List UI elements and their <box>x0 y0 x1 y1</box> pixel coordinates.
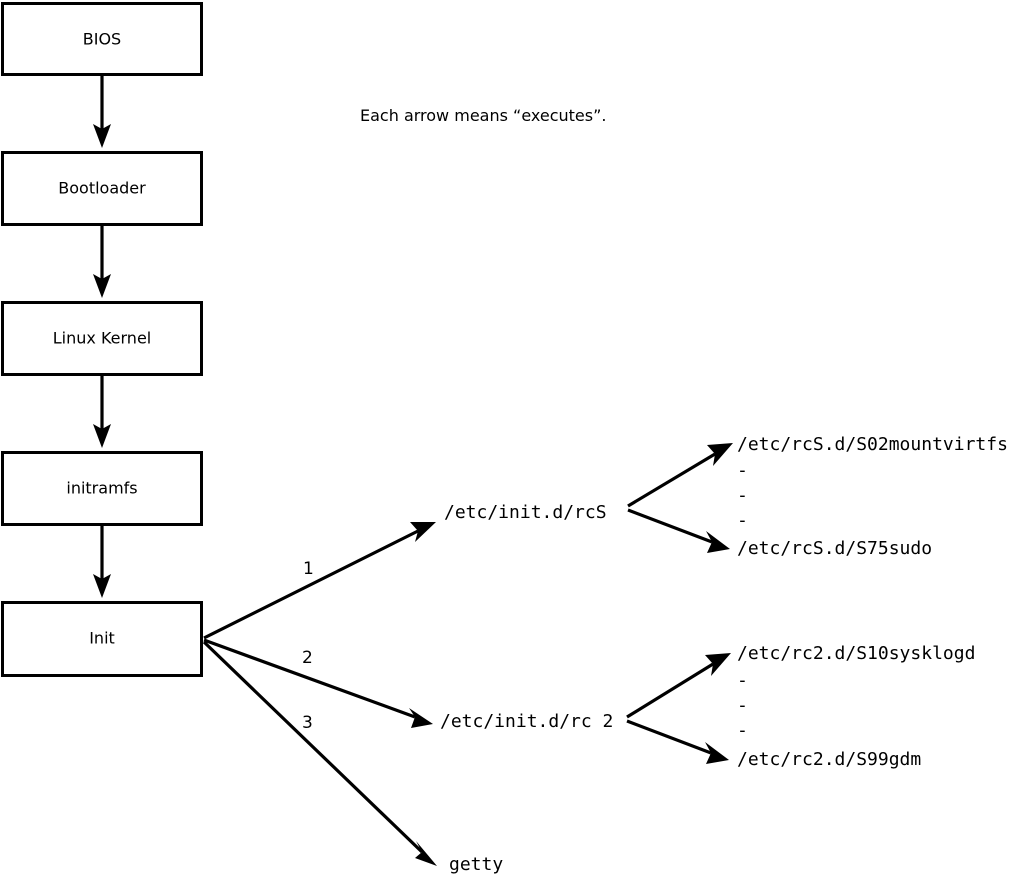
node-label-rc2-first-script: /etc/rc2.d/S10sysklogd <box>737 643 975 664</box>
edge-init-to-getty <box>202 640 437 866</box>
node-label-init: Init <box>89 629 115 648</box>
node-label-initramfs: initramfs <box>66 479 137 498</box>
legend-note-text: Each arrow means “executes”. <box>360 106 606 125</box>
ellipsis-dash-rcs-2: - <box>737 485 748 506</box>
node-label-linux-kernel: Linux Kernel <box>53 329 151 348</box>
edge-kernel-to-initramfs <box>93 376 111 448</box>
node-box-linux-kernel[interactable]: Linux Kernel <box>1 301 203 376</box>
edge-init-to-rc2 <box>203 638 433 728</box>
edge-number-2: 2 <box>302 648 313 668</box>
node-label-bootloader: Bootloader <box>58 179 146 198</box>
node-box-bootloader[interactable]: Bootloader <box>1 151 203 226</box>
node-box-initramfs[interactable]: initramfs <box>1 451 203 526</box>
node-label-rcs-last-script: /etc/rcS.d/S75sudo <box>737 538 932 559</box>
node-label-etc-init-d-rcS: /etc/init.d/rcS <box>444 502 607 523</box>
edge-init-to-rcS <box>203 522 436 640</box>
node-label-rc2-last-script: /etc/rc2.d/S99gdm <box>737 749 921 770</box>
ellipsis-dash-rc2-1: - <box>737 670 748 691</box>
edge-bootloader-to-kernel <box>93 226 111 298</box>
node-label-rcs-first-script: /etc/rcS.d/S02mountvirtfs <box>737 434 1008 455</box>
ellipsis-dash-rc2-3: - <box>737 720 748 741</box>
edge-rc2-to-last <box>626 719 729 764</box>
ellipsis-dash-rcs-1: - <box>737 460 748 481</box>
edge-rc2-to-first <box>626 653 731 719</box>
node-box-init[interactable]: Init <box>1 601 203 677</box>
edge-number-1: 1 <box>303 559 314 579</box>
node-label-getty: getty <box>449 854 503 875</box>
edge-number-3: 3 <box>302 713 313 733</box>
edge-rcS-to-last <box>627 508 730 553</box>
edge-initramfs-to-init <box>93 526 111 598</box>
node-label-etc-init-d-rc2: /etc/init.d/rc 2 <box>440 711 613 732</box>
node-label-bios: BIOS <box>83 30 121 49</box>
ellipsis-dash-rc2-2: - <box>737 695 748 716</box>
edge-bios-to-bootloader <box>93 76 111 148</box>
edge-rcS-to-first <box>627 443 733 508</box>
node-box-bios[interactable]: BIOS <box>1 2 203 76</box>
ellipsis-dash-rcs-3: - <box>737 510 748 531</box>
